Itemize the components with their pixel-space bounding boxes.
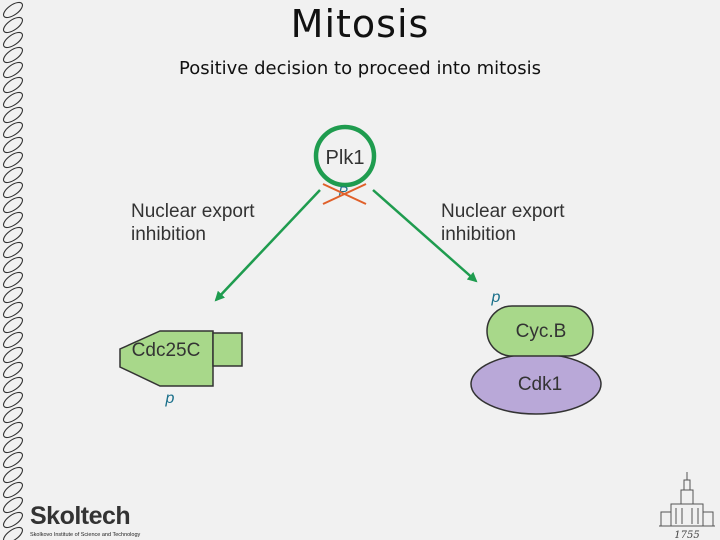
spiral-loop [2,466,24,484]
spiral-loop [2,346,24,364]
university-emblem-icon: 1755 [659,472,715,540]
spiral-loop [2,406,24,424]
spiral-loop [2,211,24,229]
plk1-label: Plk1 [326,147,365,169]
spiral-loop [2,391,24,409]
spiral-loop [2,451,24,469]
spiral-loop [2,166,24,184]
cycb-node [486,305,594,357]
right-arrow-label-line2: inhibition [441,224,516,245]
spiral-loop [2,316,24,334]
spiral-loop [2,121,24,139]
cdk1-label: Cdk1 [518,374,562,395]
spiral-loop [2,271,24,289]
spiral-loop [2,481,24,499]
spiral-loop [2,91,24,109]
cross-line-2 [322,183,367,205]
spiral-loop [2,256,24,274]
spiral-loop [2,196,24,214]
cdc25c-label: Cdc25C [132,340,201,361]
plk1-node [313,124,377,188]
spiral-loop [2,436,24,454]
spiral-loop [2,106,24,124]
spiral-loop [2,1,24,19]
plk1-phospho-label: P [338,183,348,199]
logo-tagline: Skolkovo Institute of Science and Techno… [30,532,141,538]
spiral-loop [2,136,24,154]
spiral-loop [2,301,24,319]
spiral-loop [2,76,24,94]
spiral-loop [2,151,24,169]
spiral-loop [2,16,24,34]
emblem-year: 1755 [674,530,699,540]
cycb-phospho-label: p [491,289,501,306]
left-arrow-label-line1: Nuclear export [131,201,255,222]
cdc25c-domain [212,332,243,367]
cdc25c-phospho-label: p [165,390,175,407]
spiral-loop [2,526,24,540]
left-arrow-label-line2: inhibition [131,224,206,245]
cycb-label: Cyc.B [516,321,567,342]
spiral-loop [2,511,24,529]
spiral-loop [2,421,24,439]
right-arrow-label-line1: Nuclear export [441,201,565,222]
spiral-loop [2,31,24,49]
spiral-binding [2,1,24,540]
spiral-loop [2,331,24,349]
right-arrow [372,189,478,283]
spiral-loop [2,241,24,259]
spiral-loop [2,61,24,79]
logo-wordmark: Skoltech [30,502,131,530]
spiral-loop [2,181,24,199]
left-arrow [214,189,321,302]
skoltech-logo: Skoltech Skolkovo Institute of Science a… [28,502,152,540]
spiral-loop [2,286,24,304]
spiral-loop [2,361,24,379]
slide-title: Mitosis [290,2,430,46]
spiral-loop [2,226,24,244]
spiral-loop [2,376,24,394]
cdc25c-body [119,330,214,387]
slide-subtitle: Positive decision to proceed into mitosi… [178,58,542,79]
spiral-loop [2,496,24,514]
spiral-loop [2,46,24,64]
